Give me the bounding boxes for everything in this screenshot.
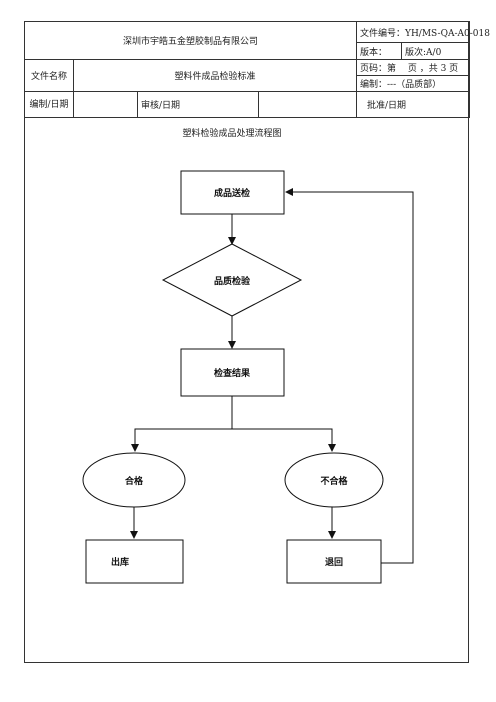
node-store-label: 出库	[111, 556, 129, 568]
review-date-label: 审核/日期	[137, 91, 259, 118]
node-inspect-label: 品质检验	[214, 275, 251, 287]
node-store-box	[85, 539, 184, 584]
arrow-result-to-pass	[131, 396, 233, 452]
node-result-label: 检查结果	[214, 367, 251, 379]
review-date-value	[257, 91, 358, 118]
node-fail-ellipse	[284, 452, 384, 508]
approve-date-label: 批准/日期	[356, 91, 471, 118]
arrow-return-to-send	[285, 188, 414, 564]
node-fail-label: 不合格	[320, 475, 348, 487]
node-pass-ellipse	[82, 452, 186, 508]
node-return-box	[286, 539, 382, 584]
node-pass-label: 合格	[125, 475, 144, 487]
document-header-table: 深圳市宇皓五金塑胶制品有限公司 文件编号：YH/MS-QA-A0-018 版本：…	[23, 21, 490, 118]
node-send-box	[180, 170, 285, 215]
node-inspect-diamond	[161, 243, 303, 317]
prepared-date-label: 编制/日期	[24, 91, 74, 118]
arrow-result-to-fail	[232, 428, 336, 452]
flowchart-title: 塑料检验成品处理流程图	[182, 129, 282, 139]
node-return-label: 退回	[325, 557, 343, 568]
prepared-date-value	[73, 91, 138, 118]
node-send-label: 成品送检	[214, 187, 250, 199]
node-result-box	[180, 348, 285, 397]
